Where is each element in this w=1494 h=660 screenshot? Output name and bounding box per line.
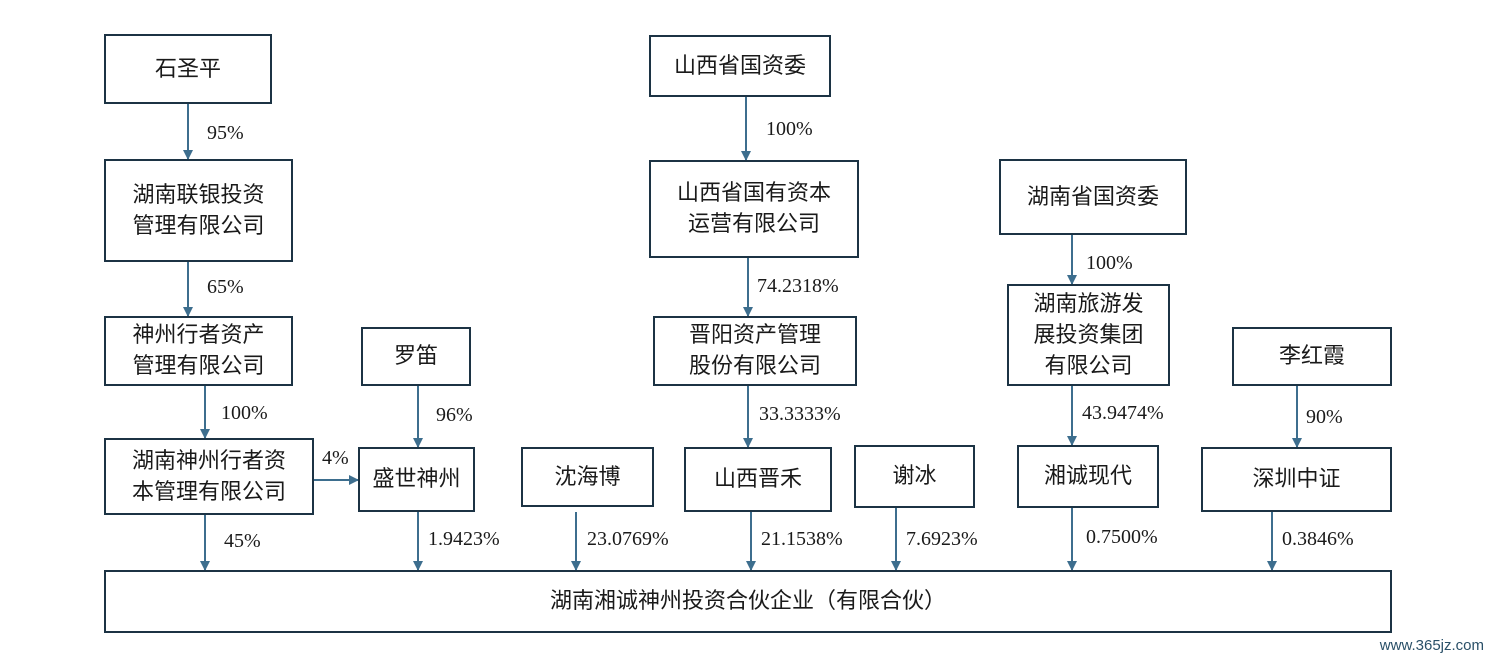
- entity-xie-bing: 谢冰: [854, 445, 975, 508]
- entity-label: 深圳中证: [1252, 467, 1341, 492]
- entity-xiangcheng-xiandai: 湘诚现代: [1017, 445, 1159, 508]
- entity-shi-shengping: 石圣平: [104, 34, 272, 104]
- entity-jinyang-asset: 晋阳资产管理 股份有限公司: [653, 316, 857, 386]
- entity-hunan-shenzhou-xingzhe: 湖南神州行者资 本管理有限公司: [104, 438, 314, 515]
- pct-lihongxia-to-shenzhen: 90%: [1306, 406, 1343, 428]
- entity-label: 晋阳资产管理 股份有限公司: [688, 323, 821, 379]
- entity-shengshi-shenzhou: 盛世神州: [358, 447, 475, 512]
- pct-xiebing-to-target: 7.6923%: [906, 528, 978, 550]
- pct-jinhe-to-target: 21.1538%: [761, 528, 843, 550]
- entity-label: 湖南神州行者资 本管理有限公司: [131, 448, 286, 505]
- entity-label: 罗笛: [393, 344, 438, 369]
- pct-shenhaibo-to-target: 23.0769%: [587, 528, 669, 550]
- pct-capital-to-jinyang: 74.2318%: [757, 275, 839, 297]
- pct-xiangcheng-to-target: 0.7500%: [1086, 526, 1158, 548]
- watermark: www.365jz.com: [1379, 637, 1484, 654]
- pct-hunan-xingzhe-to-target: 45%: [224, 530, 261, 552]
- entity-label: 湖南旅游发 展投资集团 有限公司: [1033, 291, 1144, 379]
- pct-lianyin-to-xingzhe: 65%: [207, 276, 244, 298]
- entity-shenzhen-zhongzheng: 深圳中证: [1201, 447, 1392, 512]
- pct-xingzhe-to-hunan-xingzhe: 100%: [221, 402, 268, 424]
- entity-shen-haibo: 沈海博: [521, 447, 654, 507]
- entity-shenzhou-xingzhe-asset: 神州行者资产 管理有限公司: [104, 316, 293, 386]
- entity-label: 山西晋禾: [713, 467, 802, 492]
- entity-hunan-lianyin: 湖南联银投资 管理有限公司: [104, 159, 293, 262]
- entity-shanxi-sasac: 山西省国资委: [649, 35, 831, 97]
- pct-hunan-xingzhe-to-shengshi: 4%: [322, 447, 349, 469]
- entity-label: 山西省国有资本 运营有限公司: [676, 181, 831, 237]
- entity-shanxi-jinhe: 山西晋禾: [684, 447, 832, 512]
- pct-tourism-to-xiangcheng: 43.9474%: [1082, 402, 1164, 424]
- pct-shengshi-to-target: 1.9423%: [428, 528, 500, 550]
- entity-label: 湖南省国资委: [1026, 184, 1159, 210]
- target-entity-label: 湖南湘诚神州投资合伙企业（有限合伙）: [549, 589, 946, 614]
- pct-luodi-to-shengshi: 96%: [436, 404, 473, 426]
- pct-jinyang-to-jinhe: 33.3333%: [759, 403, 841, 425]
- pct-shenzhen-to-target: 0.3846%: [1282, 528, 1354, 550]
- pct-hunan-sasac-to-tourism: 100%: [1086, 252, 1133, 274]
- entity-target-partnership: 湖南湘诚神州投资合伙企业（有限合伙）: [104, 570, 1392, 633]
- entity-label: 李红霞: [1278, 344, 1345, 369]
- entity-hunan-tourism: 湖南旅游发 展投资集团 有限公司: [1007, 284, 1170, 386]
- pct-shi-to-lianyin: 95%: [207, 122, 244, 144]
- entity-hunan-sasac: 湖南省国资委: [999, 159, 1187, 235]
- entity-label: 谢冰: [892, 464, 937, 489]
- entity-li-hongxia: 李红霞: [1232, 327, 1392, 386]
- entity-label: 石圣平: [154, 56, 221, 82]
- entity-label: 湖南联银投资 管理有限公司: [132, 182, 265, 239]
- pct-shanxi-sasac-to-capital: 100%: [766, 118, 813, 140]
- entity-luo-di: 罗笛: [361, 327, 471, 386]
- entity-label: 山西省国资委: [673, 53, 806, 79]
- entity-label: 湘诚现代: [1043, 464, 1132, 489]
- entity-label: 沈海博: [554, 464, 621, 490]
- entity-label: 神州行者资产 管理有限公司: [132, 323, 265, 379]
- entity-shanxi-state-capital: 山西省国有资本 运营有限公司: [649, 160, 859, 258]
- entity-label: 盛世神州: [372, 467, 461, 492]
